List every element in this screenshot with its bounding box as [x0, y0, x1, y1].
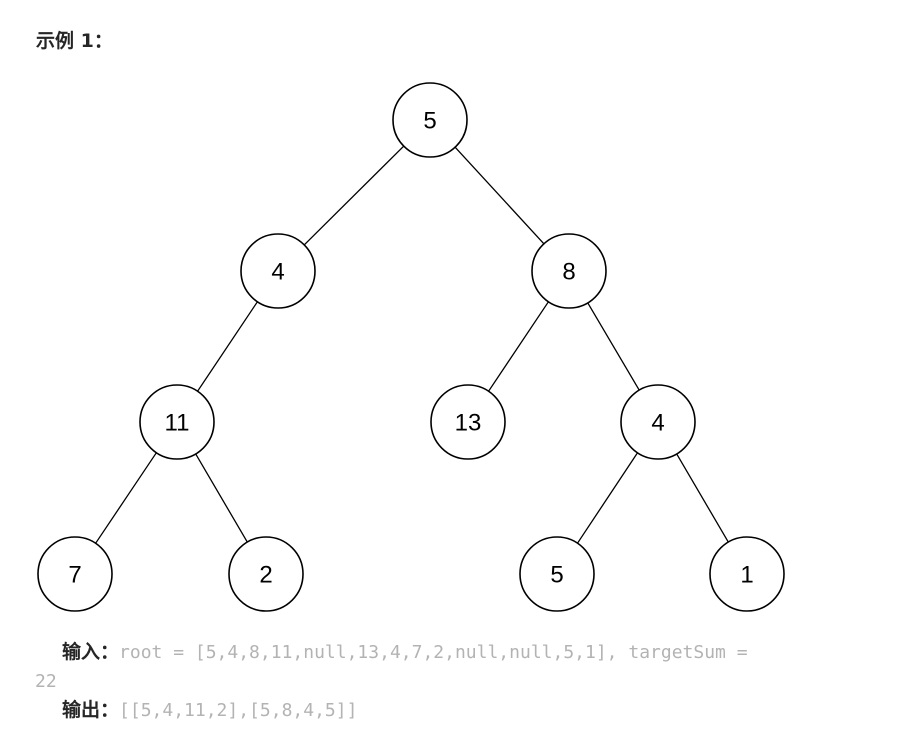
- tree-edge: [587, 302, 640, 391]
- tree-node-label: 5: [550, 562, 563, 589]
- tree-node: 8: [531, 233, 607, 309]
- tree-edge: [95, 452, 157, 544]
- tree-node: 11: [139, 384, 215, 460]
- tree-node: 7: [37, 536, 113, 612]
- tree-node-circle: [228, 536, 304, 612]
- tree-node-circle: [709, 536, 785, 612]
- tree-node-label: 5: [423, 108, 436, 135]
- tree-node-circle: [620, 384, 696, 460]
- tree-edge: [303, 145, 405, 246]
- output-label: 输出：: [62, 699, 120, 721]
- tree-node-label: 11: [165, 410, 190, 437]
- tree-edge: [197, 301, 258, 392]
- example-io: 输入：root = [5,4,8,11,null,13,4,7,2,null,n…: [35, 638, 872, 725]
- tree-node-circle: [430, 384, 506, 460]
- tree-node-circle: [392, 82, 468, 158]
- tree-node: 4: [240, 233, 316, 309]
- tree-node-circle: [531, 233, 607, 309]
- tree-nodes: 5 4 8 11 13 4 7 2 5 1: [37, 82, 785, 612]
- tree-node-label: 13: [455, 410, 482, 437]
- tree-edge: [195, 453, 248, 543]
- tree-node: 1: [709, 536, 785, 612]
- tree-edge: [576, 452, 639, 544]
- tree-node-label: 8: [562, 259, 575, 286]
- binary-tree-diagram: 5 4 8 11 13 4 7 2 5 1: [37, 82, 785, 612]
- output-value: [[5,4,11,2],[5,8,4,5]]: [119, 700, 358, 721]
- tree-node: 5: [392, 82, 468, 158]
- input-value-continued: 22: [35, 671, 57, 692]
- input-value: root = [5,4,8,11,null,13,4,7,2,null,null…: [119, 642, 748, 663]
- tree-edges: [95, 145, 729, 544]
- tree-edge: [676, 453, 729, 543]
- tree-node: 5: [519, 536, 595, 612]
- example-heading: 示例 1：: [36, 30, 113, 52]
- input-label: 输入：: [62, 641, 120, 663]
- tree-node: 2: [228, 536, 304, 612]
- tree-node-circle: [240, 233, 316, 309]
- tree-node-label: 4: [651, 410, 664, 437]
- input-line-continued: 22: [35, 667, 872, 696]
- tree-node-label: 2: [259, 562, 272, 589]
- tree-node-label: 4: [271, 259, 284, 286]
- output-line: 输出：[[5,4,11,2],[5,8,4,5]]: [62, 696, 872, 725]
- tree-edge: [488, 301, 549, 392]
- tree-node-circle: [37, 536, 113, 612]
- tree-node-label: 7: [68, 562, 81, 589]
- tree-node-circle: [139, 384, 215, 460]
- tree-node: 4: [620, 384, 696, 460]
- tree-node-label: 1: [740, 562, 753, 589]
- tree-node: 13: [430, 384, 506, 460]
- input-line: 输入：root = [5,4,8,11,null,13,4,7,2,null,n…: [62, 638, 872, 667]
- tree-edge: [454, 146, 545, 245]
- tree-node-circle: [519, 536, 595, 612]
